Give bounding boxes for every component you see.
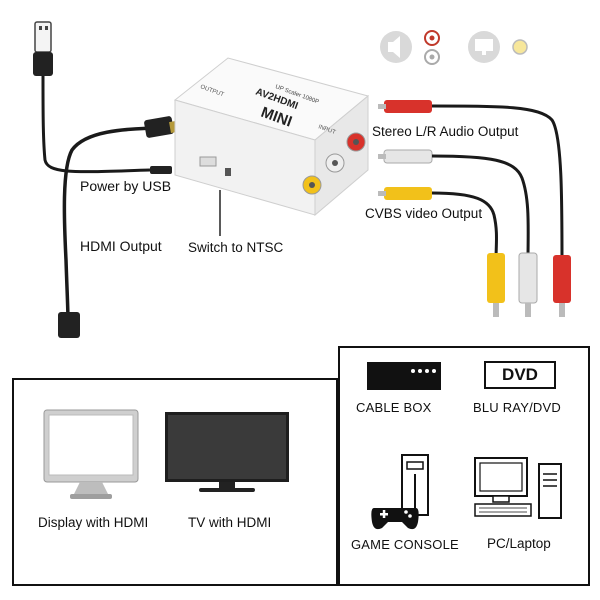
source-label-cable-box: CABLE BOX bbox=[356, 400, 432, 415]
label-hdmi-output: HDMI Output bbox=[80, 238, 162, 254]
cable-box-icon bbox=[367, 362, 441, 390]
output-label-tv: TV with HDMI bbox=[188, 515, 272, 530]
dvd-icon: DVD bbox=[484, 361, 556, 389]
video-jack-icon bbox=[512, 39, 528, 55]
audio-jacks-icon bbox=[424, 30, 440, 65]
source-label-blu-ray: BLU RAY/DVD bbox=[473, 400, 561, 415]
outputs-panel bbox=[12, 378, 338, 586]
label-power-usb: Power by USB bbox=[80, 178, 172, 194]
pc-icon bbox=[474, 457, 562, 519]
connection-diagram: MINI AV2HDMI UP Scaler 1080P OUTPUT INPU… bbox=[33, 21, 571, 338]
label-cvbs-output: CVBS video Output bbox=[365, 206, 483, 221]
rca-cables bbox=[378, 100, 571, 317]
label-stereo-output: Stereo L/R Audio Output bbox=[372, 124, 519, 139]
display-icon bbox=[468, 31, 500, 63]
game-console-icon bbox=[371, 454, 429, 530]
source-label-game-console: GAME CONSOLE bbox=[351, 537, 459, 552]
hdmi-cable bbox=[58, 116, 183, 338]
source-label-pc: PC/Laptop bbox=[487, 536, 551, 551]
label-switch-ntsc: Switch to NTSC bbox=[188, 240, 284, 255]
usb-cable bbox=[33, 21, 172, 174]
av2hdmi-device: MINI AV2HDMI UP Scaler 1080P OUTPUT INPU… bbox=[173, 57, 370, 217]
output-label-display: Display with HDMI bbox=[38, 515, 149, 530]
monitor-icon bbox=[43, 409, 139, 499]
device-input-label: INPUT bbox=[317, 124, 336, 136]
speaker-icon bbox=[380, 31, 412, 63]
tv-icon bbox=[165, 412, 289, 492]
sources-panel bbox=[338, 346, 590, 586]
